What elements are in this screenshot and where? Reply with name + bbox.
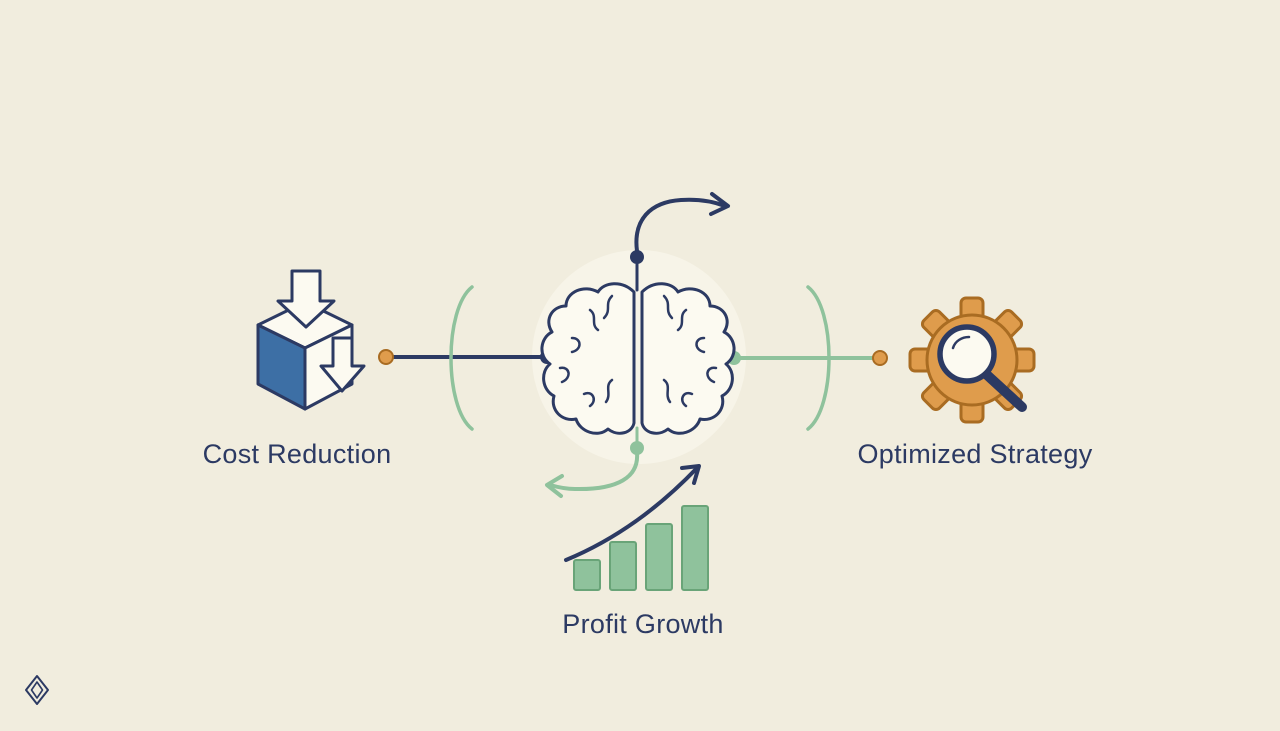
dot-orange-right bbox=[872, 350, 888, 366]
small-down-arrow bbox=[319, 336, 366, 393]
diamond-logo-icon bbox=[25, 675, 49, 705]
magnifier bbox=[937, 324, 1027, 412]
box-down-arrows-icon bbox=[256, 269, 366, 411]
magnifier-lens bbox=[937, 324, 997, 384]
big-down-arrow bbox=[276, 269, 336, 329]
brain-right-hemisphere bbox=[640, 282, 736, 435]
dot-navy-top bbox=[630, 250, 644, 264]
arc-left bbox=[449, 285, 474, 431]
connector-right bbox=[727, 350, 888, 366]
connector-left bbox=[378, 349, 554, 365]
brain-icon bbox=[540, 261, 736, 445]
arrow-top-right bbox=[630, 192, 730, 264]
cost-reduction-label: Cost Reduction bbox=[202, 439, 392, 469]
profit-growth-label: Profit Growth bbox=[562, 609, 724, 639]
growth-arrowhead bbox=[680, 464, 701, 485]
brain-left-hemisphere bbox=[540, 282, 636, 435]
optimized-strategy-label: Optimized Strategy bbox=[857, 439, 1093, 469]
gear-magnifier-icon bbox=[908, 296, 1036, 424]
arc-right bbox=[806, 285, 831, 431]
bar-chart-up-icon bbox=[564, 464, 709, 591]
growth-arrow bbox=[564, 466, 699, 562]
arrow-bottom-left bbox=[545, 441, 644, 498]
dot-orange-left bbox=[378, 349, 394, 365]
chart-bars bbox=[573, 505, 709, 591]
dot-green-bottom bbox=[630, 441, 644, 455]
lens-highlight bbox=[951, 335, 971, 350]
brain-folds bbox=[558, 294, 718, 408]
